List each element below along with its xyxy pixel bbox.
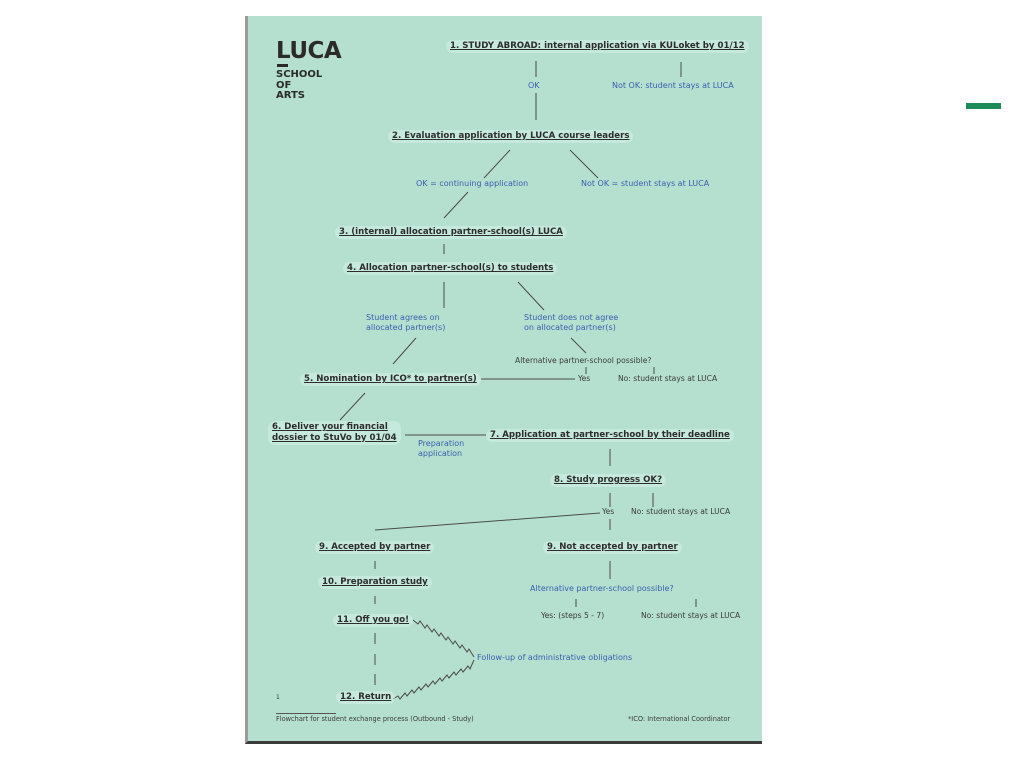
step-line: dossier to StuVo by 01/04 <box>272 433 397 443</box>
student-disagrees-label: Student does not agree on allocated part… <box>524 313 618 333</box>
label-line: application <box>418 449 463 458</box>
footer-caption: Flowchart for student exchange process (… <box>276 715 474 723</box>
page-number: 1 <box>276 694 280 701</box>
step-3: 3. (internal) allocation partner-school(… <box>335 226 567 239</box>
step-9-not-accepted: 9. Not accepted by partner <box>543 541 682 554</box>
step-line: 6. Deliver your financial <box>272 422 388 432</box>
step8-yes: Yes <box>602 507 615 516</box>
connector-line <box>570 337 587 354</box>
step-5: 5. Nomination by ICO* to partner(s) <box>300 373 481 386</box>
ok-label-2: OK = continuing application <box>416 179 529 188</box>
alt-yes-1: Yes <box>578 374 591 383</box>
footer-rule <box>276 713 336 714</box>
step-7: 7. Application at partner-school by thei… <box>486 429 734 442</box>
step-12: 12. Return <box>336 691 396 704</box>
preparation-application-label: Preparation application <box>418 439 464 459</box>
luca-logo: LUCA <box>276 38 342 64</box>
not-ok-label-1: Not OK: student stays at LUCA <box>612 81 734 90</box>
label-line: Preparation <box>418 439 465 448</box>
logo-sub-line: ARTS <box>276 90 306 101</box>
alternative-question-2: Alternative partner-school possible? <box>530 584 674 593</box>
connector-line <box>517 281 545 311</box>
zigzag-connector <box>412 619 475 658</box>
label-line: on allocated partner(s) <box>524 323 616 332</box>
step-11: 11. Off you go! <box>333 614 414 627</box>
logo-sub-line: SCHOOL <box>276 69 323 80</box>
connector-line <box>392 337 417 365</box>
alt-yes-2: Yes: (steps 5 - 7) <box>541 611 605 620</box>
logo-subtitle: SCHOOL OF ARTS <box>276 69 323 102</box>
label-line: Student agrees on <box>366 313 440 322</box>
alt-no-2: No: student stays at LUCA <box>641 611 741 620</box>
label-line: Student does not agree <box>524 313 619 322</box>
accent-dash <box>966 103 1001 109</box>
student-agrees-label: Student agrees on allocated partner(s) <box>366 313 445 333</box>
step-2: 2. Evaluation application by LUCA course… <box>388 130 634 143</box>
alternative-question-1: Alternative partner-school possible? <box>515 356 652 365</box>
ok-label-1: OK <box>528 81 540 90</box>
connector-lines <box>339 61 697 700</box>
logo-sub-line: OF <box>276 79 292 91</box>
follow-up-label: Follow-up of administrative obligations <box>477 653 633 662</box>
flowchart-document: LUCA SCHOOL OF ARTS 1. STUDY ABROAD: int… <box>245 16 762 744</box>
step-10: 10. Preparation study <box>318 576 432 589</box>
label-line: allocated partner(s) <box>366 323 446 332</box>
connector-line <box>374 512 601 531</box>
not-ok-label-2: Not OK = student stays at LUCA <box>581 179 710 188</box>
ico-footnote: *ICO: International Coordinator <box>628 715 731 723</box>
step-9-accepted: 9. Accepted by partner <box>315 541 435 554</box>
connector-line <box>443 191 469 219</box>
connector-line <box>483 149 511 179</box>
step-1: 1. STUDY ABROAD: internal application vi… <box>446 40 749 53</box>
step8-no: No: student stays at LUCA <box>631 507 731 516</box>
connector-line <box>569 149 599 179</box>
logo-underline <box>277 64 288 67</box>
zigzag-connector <box>392 659 475 700</box>
alt-no-1: No: student stays at LUCA <box>618 374 718 383</box>
step-6: 6. Deliver your financial dossier to Stu… <box>268 421 401 445</box>
step-4: 4. Allocation partner-school(s) to stude… <box>343 262 558 275</box>
connector-line <box>339 392 366 421</box>
step-8: 8. Study progress OK? <box>550 474 667 487</box>
